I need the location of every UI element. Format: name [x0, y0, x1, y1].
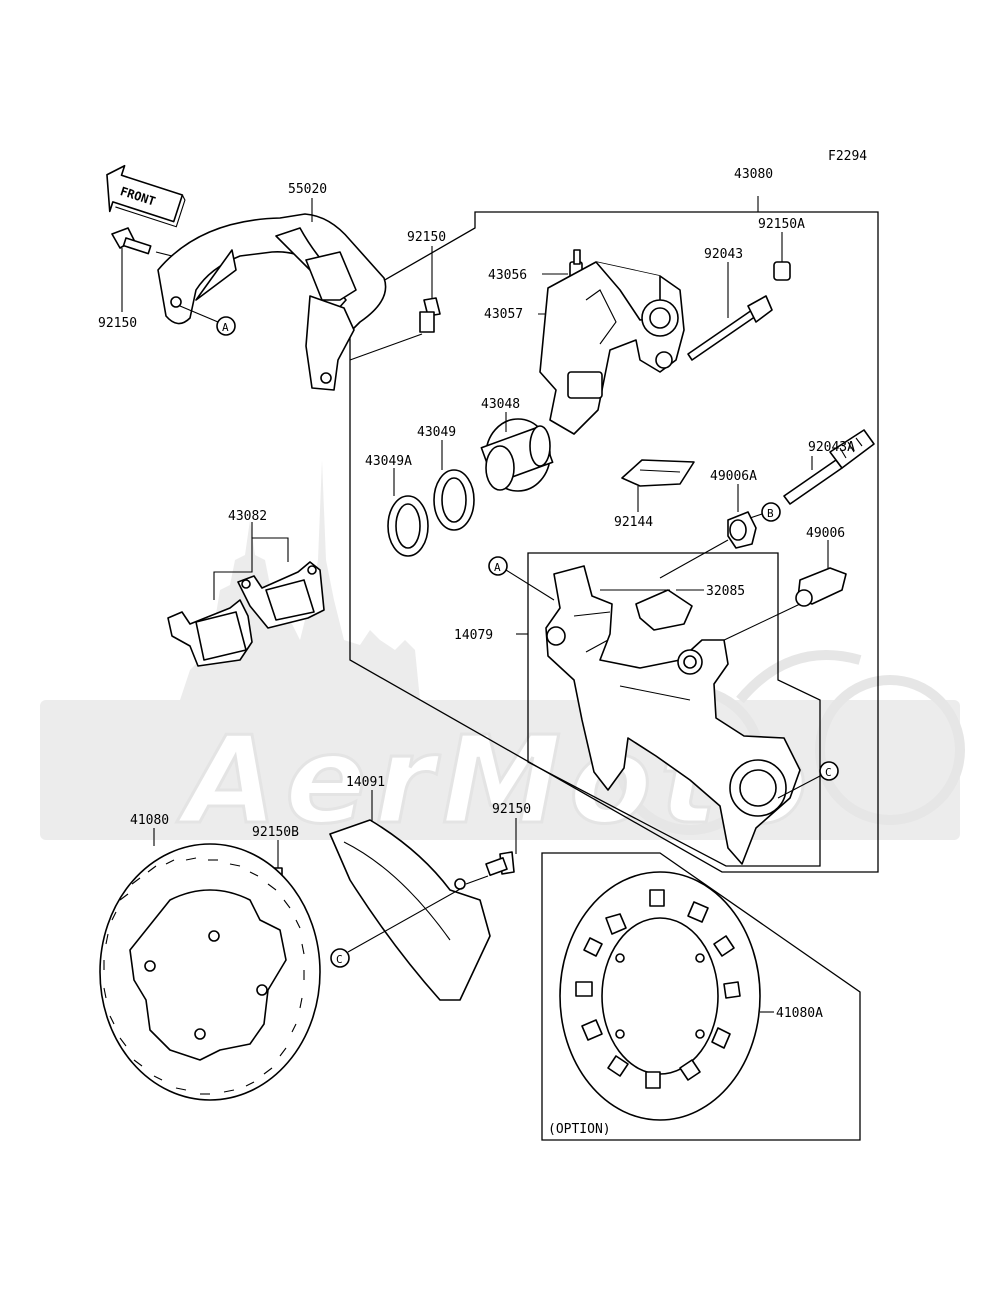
part-43048-piston — [480, 418, 554, 492]
label-92150-guard: 92150 — [407, 230, 446, 245]
label-92043: 92043 — [704, 247, 743, 262]
label-43082: 43082 — [228, 509, 267, 524]
bolt-92150-left — [111, 227, 173, 257]
callout-c-guard: C — [330, 948, 350, 968]
label-55020: 55020 — [288, 182, 327, 197]
part-92043-pin — [687, 295, 773, 361]
svg-text:A: A — [222, 321, 229, 334]
watermark: AerMoto — [40, 460, 965, 853]
part-92144-clip — [621, 459, 695, 487]
label-41080: 41080 — [130, 813, 169, 828]
label-49006: 49006 — [806, 526, 845, 541]
part-41080-disc — [99, 843, 321, 1101]
bolt-92150-guard — [349, 297, 441, 361]
label-43049: 43049 — [417, 425, 456, 440]
front-arrow: FRONT — [106, 164, 186, 228]
part-92043a-pin — [783, 429, 875, 505]
callout-a-guard: A — [216, 316, 236, 336]
svg-text:A: A — [494, 561, 501, 574]
label-92043a: 92043A — [808, 440, 855, 455]
part-92150a-cap — [773, 261, 791, 281]
label-14079: 14079 — [454, 628, 493, 643]
label-43080: 43080 — [734, 167, 773, 182]
option-frame — [541, 852, 861, 1141]
label-43057: 43057 — [484, 307, 523, 322]
callout-c-bracket: C — [819, 761, 839, 781]
part-43049-seal — [433, 469, 475, 531]
label-92144: 92144 — [614, 515, 653, 530]
label-92150a: 92150A — [758, 217, 805, 232]
label-49006a: 49006A — [710, 469, 757, 484]
label-92150-disc: 92150 — [492, 802, 531, 817]
part-55020-guard — [157, 213, 387, 391]
label-43049a: 43049A — [365, 454, 412, 469]
part-43049a-seal — [387, 495, 429, 557]
part-43082-pads — [167, 561, 325, 667]
label-41080a: 41080A — [776, 1006, 823, 1021]
bolt-92150-disc — [465, 851, 515, 885]
label-32085: 32085 — [706, 584, 745, 599]
label-92150-left: 92150 — [98, 316, 137, 331]
label-43048: 43048 — [481, 397, 520, 412]
label-92150b: 92150B — [252, 825, 299, 840]
figure-code: F2294 — [828, 149, 867, 164]
part-49006-boot — [795, 567, 847, 607]
part-32085-spring — [635, 589, 693, 631]
callout-b-mid: B — [761, 502, 781, 522]
part-41080a-disc — [559, 871, 761, 1121]
svg-text:C: C — [825, 766, 832, 779]
label-14091: 14091 — [346, 775, 385, 790]
option-label: (OPTION) — [548, 1122, 611, 1137]
bracket-subframe — [527, 552, 821, 867]
label-43056: 43056 — [488, 268, 527, 283]
part-49006a-boot — [727, 511, 757, 549]
callout-a-bracket: A — [488, 556, 508, 576]
svg-text:C: C — [336, 953, 343, 966]
part-14079-bracket — [545, 565, 801, 865]
svg-text:B: B — [767, 507, 774, 520]
part-caliper-body — [539, 261, 685, 435]
